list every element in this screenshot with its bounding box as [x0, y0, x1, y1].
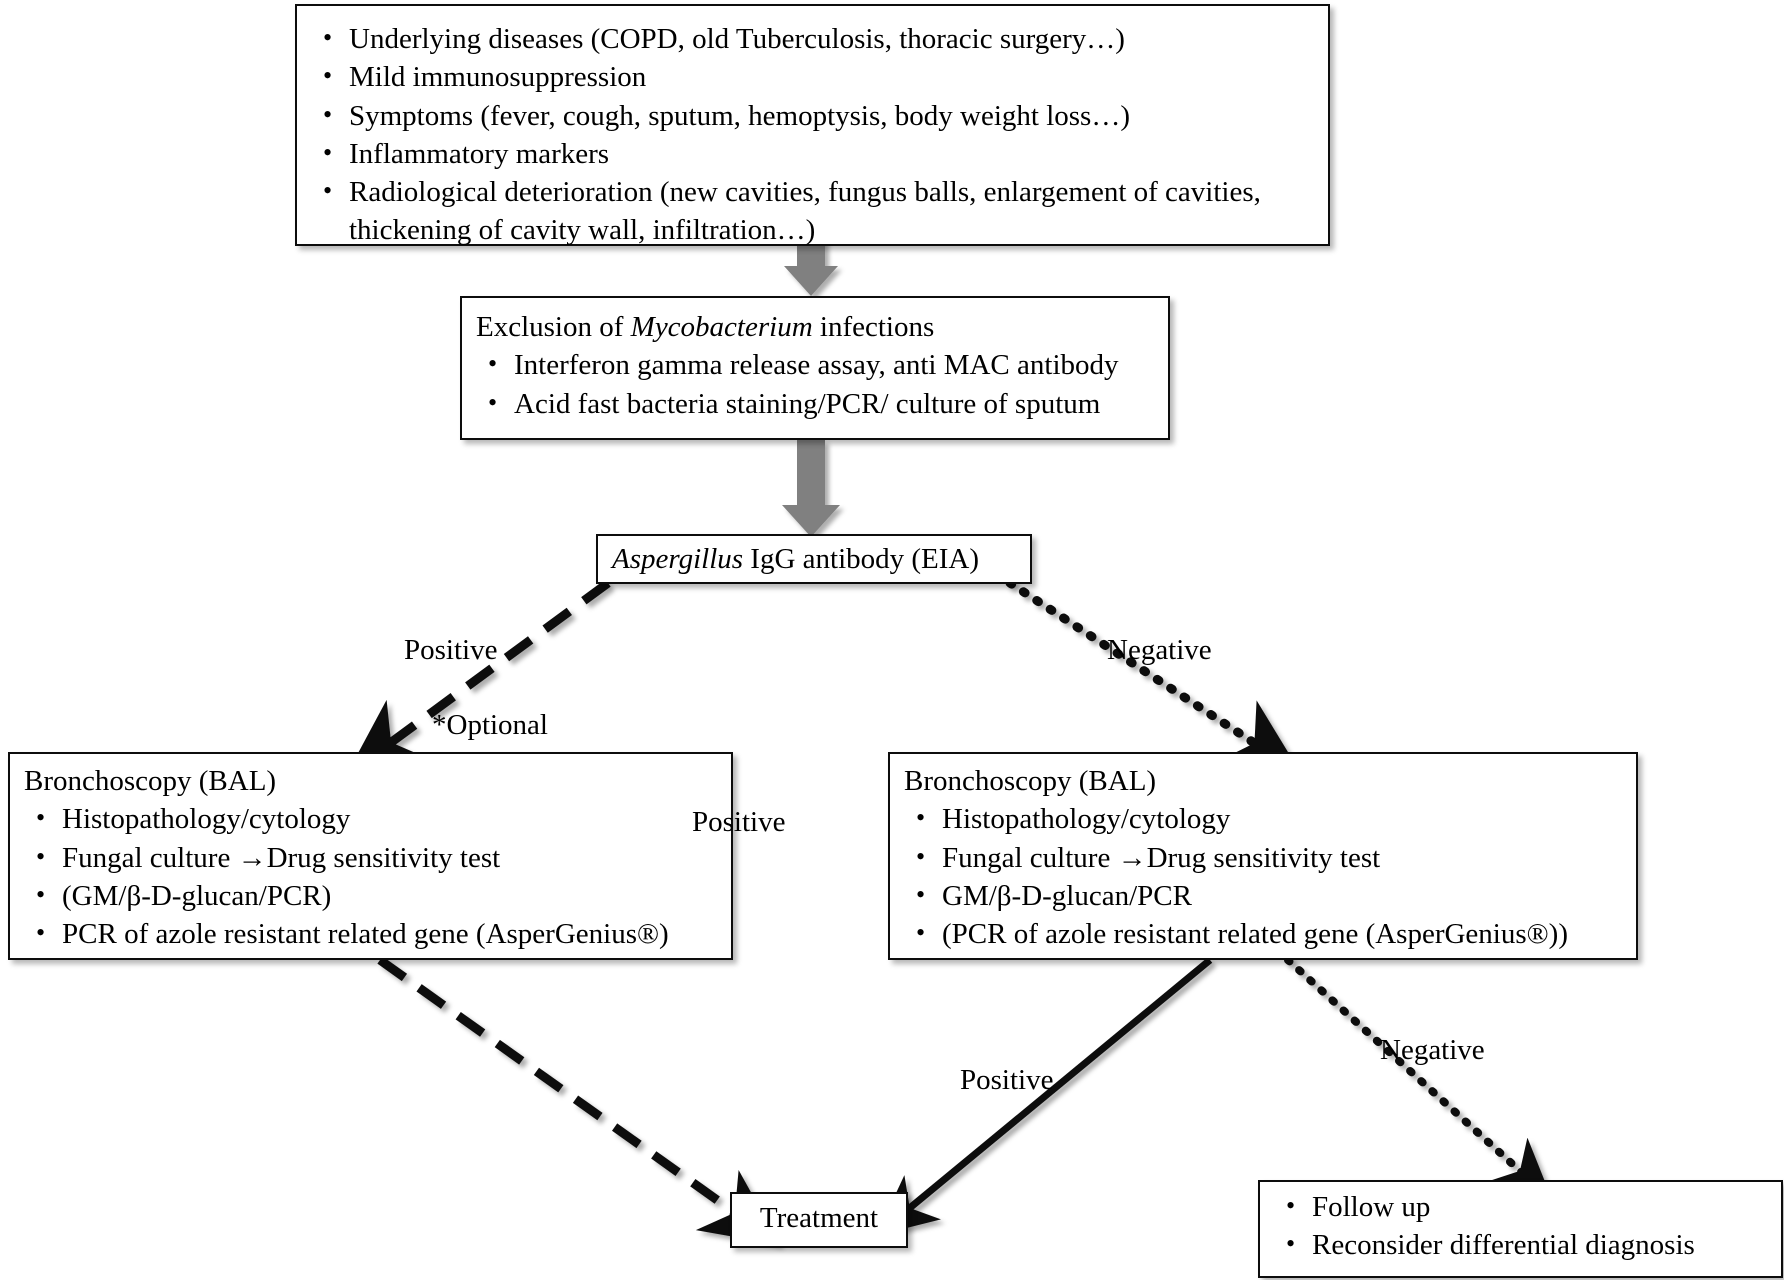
- list-item: • Mild immunosuppression: [311, 58, 1318, 96]
- box-mycobacterium-exclusion: Exclusion of Mycobacterium infections • …: [460, 296, 1170, 440]
- bullet-text: Acid fast bacteria staining/PCR/ culture…: [514, 387, 1101, 420]
- edge-label-positive-center: Positive: [692, 806, 786, 838]
- box-bronchoscopy-left: Bronchoscopy (BAL) • Histopathology/cyto…: [8, 752, 733, 960]
- bullet-text: Fungal culture →Drug sensitivity test: [942, 841, 1381, 874]
- list-item: • PCR of azole resistant related gene (A…: [24, 915, 721, 953]
- edge-label-negative-bottom-right: Negative: [1380, 1034, 1485, 1066]
- bullet-text: Underlying diseases (COPD, old Tuberculo…: [349, 23, 1125, 55]
- box-follow-up: • Follow up • Reconsider differential di…: [1258, 1180, 1783, 1278]
- bullet-icon: •: [323, 23, 333, 52]
- bullet-icon: •: [323, 137, 333, 167]
- bullet-text: Histopathology/cytology: [942, 803, 1231, 836]
- box-heading: Bronchoscopy (BAL): [904, 765, 1157, 797]
- edge-left-to-treatment: [377, 956, 781, 1245]
- edge-label-negative-top-right: Negative: [1107, 634, 1212, 666]
- list-item: • Interferon gamma release assay, anti M…: [476, 346, 1158, 384]
- bullet-text: Radiological deterioration (new cavities…: [349, 176, 1261, 247]
- edge-right-to-followup: [1284, 956, 1553, 1201]
- list-item: • Fungal culture →Drug sensitivity test: [24, 839, 721, 877]
- bullet-text: (GM/β-D-glucan/PCR): [62, 879, 332, 912]
- box-heading: Exclusion of Mycobacterium infections: [476, 308, 1158, 346]
- list-item: • Follow up: [1274, 1188, 1771, 1226]
- list-item: • Symptoms (fever, cough, sputum, hemopt…: [311, 97, 1318, 135]
- bullet-icon: •: [36, 803, 46, 833]
- box-aspergillus-igg-test: Aspergillus IgG antibody (EIA): [596, 534, 1032, 584]
- bullet-icon: •: [1286, 1229, 1296, 1259]
- bullet-icon: •: [916, 879, 926, 909]
- heading-prefix: Exclusion of: [476, 311, 631, 343]
- bullet-text: Reconsider differential diagnosis: [1312, 1229, 1695, 1262]
- edge-label-positive-bottom-right: Positive: [960, 1064, 1054, 1096]
- bullet-icon: •: [323, 176, 333, 206]
- box-clinical-features: • Underlying diseases (COPD, old Tubercu…: [295, 4, 1330, 246]
- bullet-text: Follow up: [1312, 1191, 1431, 1223]
- list-item: • Underlying diseases (COPD, old Tubercu…: [311, 20, 1318, 58]
- bullet-icon: •: [916, 918, 926, 948]
- bullet-icon: •: [36, 879, 46, 909]
- bullet-text: Fungal culture →Drug sensitivity test: [62, 841, 501, 874]
- bullet-text: Mild immunosuppression: [349, 61, 647, 94]
- heading-italic-term: Aspergillus: [612, 543, 744, 575]
- edge-label-positive-left: Positive: [404, 634, 498, 666]
- heading-italic-term: Mycobacterium: [630, 311, 813, 343]
- bullet-text: PCR of azole resistant related gene (Asp…: [62, 918, 669, 951]
- list-item: • (PCR of azole resistant related gene (…: [904, 915, 1626, 953]
- list-item: • Fungal culture →Drug sensitivity test: [904, 839, 1626, 877]
- bullet-icon: •: [916, 841, 926, 871]
- bullet-text: Symptoms (fever, cough, sputum, hemoptys…: [349, 99, 1130, 132]
- list-item: • (GM/β-D-glucan/PCR): [24, 877, 721, 915]
- heading-rest: IgG antibody (EIA): [743, 543, 980, 575]
- bullet-icon: •: [488, 349, 498, 379]
- bullet-icon: •: [488, 387, 498, 417]
- list-item: • Histopathology/cytology: [24, 800, 721, 838]
- bullet-text: Inflammatory markers: [349, 137, 610, 170]
- list-item: • GM/β-D-glucan/PCR: [904, 877, 1626, 915]
- treatment-label: Treatment: [759, 1202, 879, 1234]
- bullet-text: (PCR of azole resistant related gene (As…: [942, 918, 1568, 951]
- bullet-text: GM/β-D-glucan/PCR: [942, 879, 1192, 912]
- grey-arrow-2: [782, 440, 840, 537]
- bullet-icon: •: [36, 841, 46, 871]
- bullet-text: Histopathology/cytology: [62, 803, 351, 836]
- heading-suffix: infections: [812, 311, 935, 343]
- bullet-icon: •: [1286, 1191, 1296, 1220]
- box-heading: Aspergillus IgG antibody (EIA): [612, 540, 1020, 578]
- list-item: • Acid fast bacteria staining/PCR/ cultu…: [476, 385, 1158, 423]
- list-item: • Radiological deterioration (new caviti…: [311, 173, 1318, 250]
- bullet-icon: •: [916, 803, 926, 833]
- list-item: • Inflammatory markers: [311, 135, 1318, 173]
- edge-right-to-treatment: [876, 957, 1213, 1236]
- edge-label-optional: *Optional: [432, 709, 548, 741]
- list-item: • Histopathology/cytology: [904, 800, 1626, 838]
- box-bronchoscopy-right: Bronchoscopy (BAL) • Histopathology/cyto…: [888, 752, 1638, 960]
- bullet-icon: •: [36, 918, 46, 948]
- bullet-text: Interferon gamma release assay, anti MAC…: [514, 349, 1119, 382]
- list-item: • Reconsider differential diagnosis: [1274, 1226, 1771, 1264]
- box-heading: Bronchoscopy (BAL): [24, 765, 277, 797]
- bullet-icon: •: [323, 61, 333, 91]
- bullet-icon: •: [323, 99, 333, 129]
- box-treatment: Treatment: [730, 1192, 908, 1248]
